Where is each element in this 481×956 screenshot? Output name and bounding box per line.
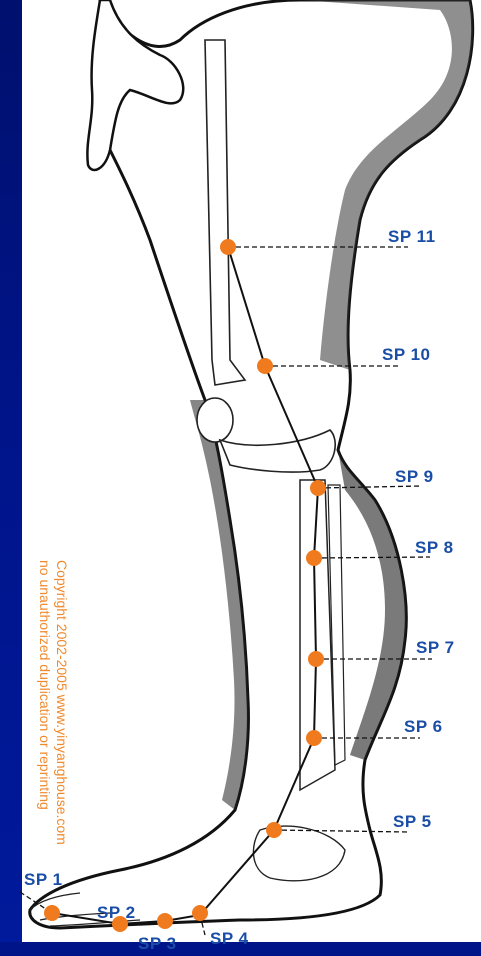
label-sp2: SP 2 [97,903,136,923]
label-sp6: SP 6 [404,717,443,737]
label-sp1: SP 1 [24,870,63,890]
acupoint-sp6-marker[interactable] [306,730,322,746]
label-sp10: SP 10 [382,345,431,365]
acupoint-sp3-marker[interactable] [157,913,173,929]
label-sp4: SP 4 [210,929,249,949]
label-sp8: SP 8 [415,538,454,558]
acupoint-sp5-marker[interactable] [266,822,282,838]
acupoint-sp10-marker[interactable] [257,358,273,374]
patella [197,398,233,442]
copyright-notice: Copyright 2002-2005 www.yinyanghouse.com… [36,560,70,845]
label-sp7: SP 7 [416,638,455,658]
label-sp5: SP 5 [393,812,432,832]
acupoint-sp11-marker[interactable] [220,239,236,255]
label-sp9: SP 9 [395,467,434,487]
label-sp3: SP 3 [138,934,177,954]
acupoint-sp4-marker[interactable] [192,905,208,921]
label-sp11: SP 11 [388,227,436,247]
acupoint-sp8-marker[interactable] [306,550,322,566]
acupoint-sp7-marker[interactable] [308,651,324,667]
acupoint-sp9-marker[interactable] [310,480,326,496]
copyright-line-2: no unauthorized duplication or reprintin… [36,560,53,845]
copyright-line-1: Copyright 2002-2005 www.yinyanghouse.com [53,560,70,845]
acupoint-sp1-marker[interactable] [44,905,60,921]
